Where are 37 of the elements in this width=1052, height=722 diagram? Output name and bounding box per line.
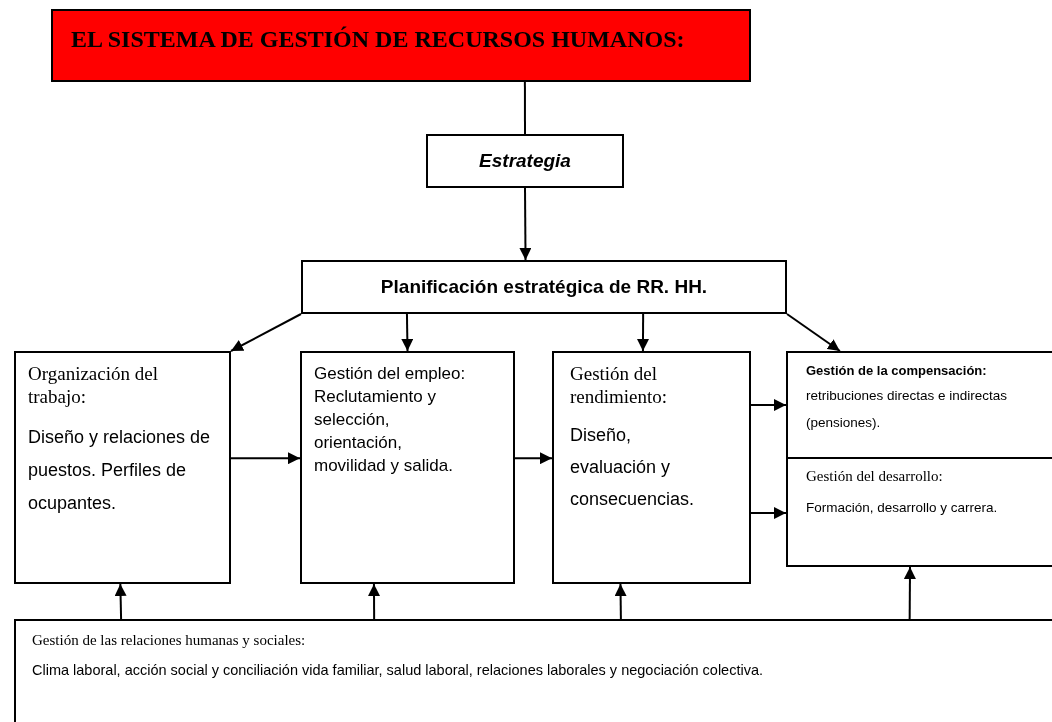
arrow — [401, 313, 414, 352]
box-text: Diseño, evaluación y consecuencias. — [570, 423, 696, 512]
connector-line — [523, 81, 526, 135]
box-heading: Gestión de la compensación: — [806, 362, 987, 380]
arrow — [230, 313, 302, 352]
process-box — [552, 351, 751, 584]
arrow — [368, 583, 381, 620]
arrow — [519, 187, 532, 261]
process-box — [301, 260, 787, 314]
process-box — [426, 134, 624, 188]
box-text: Planificación estratégica de RR. HH. — [380, 275, 708, 299]
arrow — [230, 452, 301, 465]
box-heading: Gestión del rendimiento: — [570, 363, 669, 409]
box-text: retribuciones directas e indirectas (pensiones). — [806, 386, 1009, 432]
arrow — [514, 452, 553, 465]
process-box — [300, 351, 515, 584]
box-text: Clima laboral, acción social y conciliación vida familiar, salud laboral, relaciones laborales y negociación colectiva. — [32, 660, 763, 680]
arrow — [637, 313, 649, 352]
arrow — [114, 583, 127, 620]
process-box — [51, 9, 751, 82]
box-text: Gestión del empleo: Reclutamiento y selección, orientación, movilidad y salida. — [314, 363, 467, 477]
box-heading: Gestión del desarrollo: — [806, 467, 943, 486]
arrow — [750, 507, 787, 520]
process-box — [786, 457, 1052, 567]
box-text: Diseño y relaciones de puestos. Perfiles de ocupantes. — [28, 425, 212, 516]
arrow — [903, 566, 916, 620]
box-text: Formación, desarrollo y carrera. — [806, 498, 998, 517]
process-box — [14, 619, 1052, 722]
arrow — [750, 399, 787, 411]
arrow — [614, 583, 627, 620]
box-text: Estrategia — [479, 149, 571, 173]
process-box — [14, 351, 231, 584]
process-box — [786, 351, 1052, 459]
box-heading: Gestión de las relaciones humanas y sociales: — [32, 631, 306, 650]
arrow — [786, 313, 841, 352]
box-heading: Organización del trabajo: — [28, 363, 159, 409]
box-text: EL SISTEMA DE GESTIÓN DE RECURSOS HUMANOS: — [71, 25, 685, 54]
